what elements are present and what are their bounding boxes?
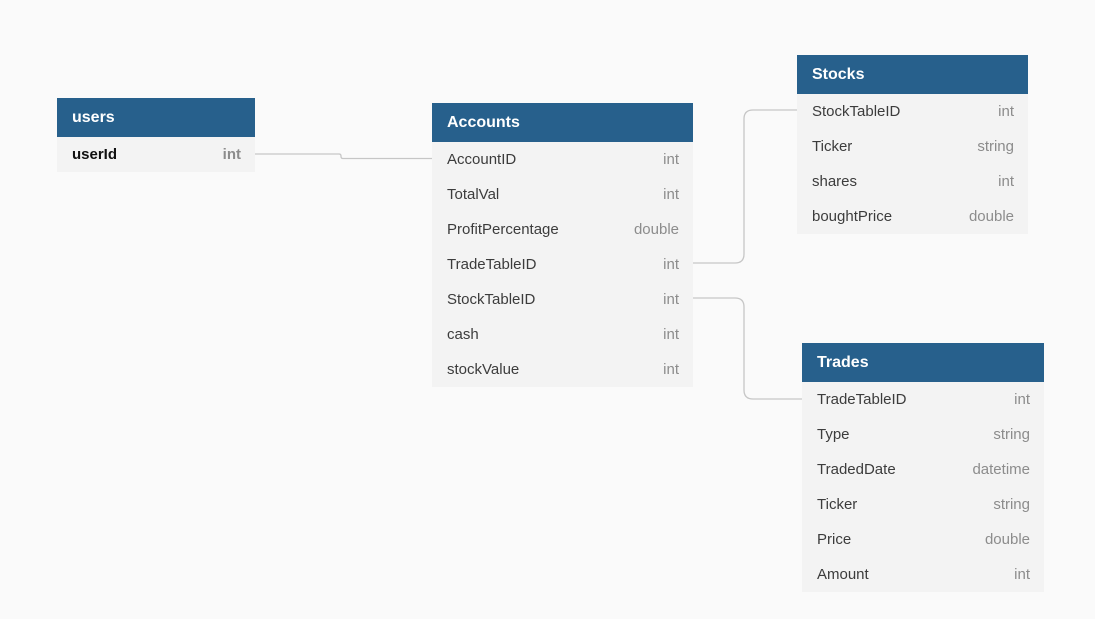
field-type: int	[663, 326, 679, 343]
field-row-accountid[interactable]: AccountID int	[432, 142, 693, 177]
field-type: int	[998, 103, 1014, 120]
table-stocks-header[interactable]: Stocks	[797, 55, 1028, 94]
field-type: string	[993, 426, 1030, 443]
relation-accounts-stocks[interactable]	[693, 109, 797, 264]
table-trades[interactable]: Trades TradeTableID int Type string Trad…	[802, 343, 1044, 592]
field-row-boughtprice[interactable]: boughtPrice double	[797, 199, 1028, 234]
field-name: TotalVal	[447, 186, 500, 203]
field-type: int	[663, 151, 679, 168]
field-row-stocktableid[interactable]: StockTableID int	[432, 282, 693, 317]
field-type: string	[993, 496, 1030, 513]
field-name: userId	[72, 146, 118, 163]
field-name: TradeTableID	[447, 256, 537, 273]
field-type: int	[663, 186, 679, 203]
field-name: ProfitPercentage	[447, 221, 559, 238]
field-name: AccountID	[447, 151, 517, 168]
table-accounts[interactable]: Accounts AccountID int TotalVal int Prof…	[432, 103, 693, 387]
field-name: Amount	[817, 566, 869, 583]
field-row-ticker[interactable]: Ticker string	[797, 129, 1028, 164]
field-name: StockTableID	[447, 291, 536, 308]
field-type: int	[663, 256, 679, 273]
field-name: stockValue	[447, 361, 520, 378]
field-name: TradeTableID	[817, 391, 907, 408]
field-row-cash[interactable]: cash int	[432, 317, 693, 352]
field-type: string	[977, 138, 1014, 155]
field-type: int	[663, 361, 679, 378]
field-row-profitpercentage[interactable]: ProfitPercentage double	[432, 212, 693, 247]
field-row-stockvalue[interactable]: stockValue int	[432, 352, 693, 387]
field-row-tradetableid[interactable]: TradeTableID int	[432, 247, 693, 282]
field-name: cash	[447, 326, 479, 343]
table-trades-header[interactable]: Trades	[802, 343, 1044, 382]
field-type: int	[222, 146, 241, 163]
field-name: StockTableID	[812, 103, 901, 120]
field-row-type[interactable]: Type string	[802, 417, 1044, 452]
table-users[interactable]: users userId int	[57, 98, 255, 172]
field-type: int	[1014, 566, 1030, 583]
field-type: datetime	[972, 461, 1030, 478]
field-name: boughtPrice	[812, 208, 893, 225]
field-row-ticker[interactable]: Ticker string	[802, 487, 1044, 522]
field-name: shares	[812, 173, 858, 190]
field-row-totalval[interactable]: TotalVal int	[432, 177, 693, 212]
table-stocks[interactable]: Stocks StockTableID int Ticker string sh…	[797, 55, 1028, 234]
field-name: Price	[817, 531, 852, 548]
field-name: Ticker	[812, 138, 853, 155]
relation-accounts-trades[interactable]	[693, 297, 802, 400]
field-name: Ticker	[817, 496, 858, 513]
field-type: int	[663, 291, 679, 308]
field-type: double	[968, 208, 1014, 225]
field-row-tradeddate[interactable]: TradedDate datetime	[802, 452, 1044, 487]
field-row-shares[interactable]: shares int	[797, 164, 1028, 199]
table-users-header[interactable]: users	[57, 98, 255, 137]
field-type: double	[633, 221, 679, 238]
field-type: double	[984, 531, 1030, 548]
field-name: Type	[817, 426, 850, 443]
field-type: int	[998, 173, 1014, 190]
table-accounts-header[interactable]: Accounts	[432, 103, 693, 142]
relation-users-accounts[interactable]	[255, 153, 432, 160]
field-row-tradetableid[interactable]: TradeTableID int	[802, 382, 1044, 417]
field-type: int	[1014, 391, 1030, 408]
field-row-price[interactable]: Price double	[802, 522, 1044, 557]
field-row-userid[interactable]: userId int	[57, 137, 255, 172]
field-name: TradedDate	[817, 461, 896, 478]
field-row-amount[interactable]: Amount int	[802, 557, 1044, 592]
field-row-stocktableid[interactable]: StockTableID int	[797, 94, 1028, 129]
